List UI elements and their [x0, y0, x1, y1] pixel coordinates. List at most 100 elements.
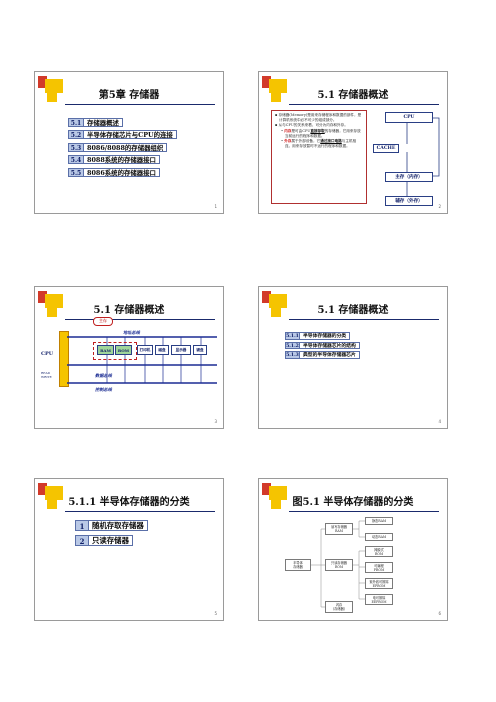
toc-item[interactable]: 5.1.1 半导体存储器的分类 — [285, 332, 360, 340]
toc-item[interactable]: 5.2 半导体存储芯片与CPU的连接 — [68, 130, 177, 140]
paragraph: 从与CPU的关系来看，可分为内存和外存。 — [278, 123, 348, 128]
read-write-label: READ WRITE — [41, 371, 52, 379]
aux-memory-box: 辅存（外存） — [385, 196, 433, 206]
control-bus-label: 控制总线 — [95, 387, 112, 392]
toc-item-label: 8088系统的存储器接口 — [84, 155, 160, 164]
toc-item-number: 1 — [75, 519, 89, 531]
deco-yellow-block — [47, 499, 57, 509]
display-box: 显示器 — [171, 345, 191, 355]
toc-item[interactable]: 5.4 8088系统的存储器接口 — [68, 155, 177, 165]
toc-item[interactable]: 5.1.2 半导体存储器芯片的结构 — [285, 341, 360, 350]
deco-yellow-block — [45, 79, 63, 93]
toc-item-number: 5.5 — [68, 167, 84, 177]
highlight-interface: 通过接口电路 — [320, 139, 342, 144]
page-number: 1 — [214, 204, 217, 209]
toc-item-label: 随机存取存储器 — [89, 519, 148, 531]
page-number: 6 — [438, 611, 441, 616]
slide-5: 5.1.1 半导体存储器的分类 1 随机存取存储器 2 只读存储器 5 — [34, 478, 224, 621]
deco-yellow-block — [269, 79, 287, 93]
tree-root: 半导体 存储器 — [285, 559, 311, 571]
title-rule — [65, 497, 215, 512]
tree-ram: 读写存储器 RAM — [325, 523, 353, 535]
tree-prom: 可编程 PROM — [365, 562, 393, 573]
deco-red-block — [38, 483, 47, 495]
deco-yellow-block — [45, 294, 63, 308]
cpu-block — [59, 331, 69, 387]
tree-flash: 闪存 (存储器) — [325, 601, 353, 613]
toc-item[interactable]: 2 只读存储器 — [75, 534, 148, 546]
toc-item-number: 5.1.2 — [285, 341, 300, 350]
slide-title: 第5章 存储器 — [98, 90, 160, 101]
tree-eprom: 紫外线可擦除 EPROM — [365, 578, 393, 589]
slide-1: 第5章 存储器 5.1 存储器概述 5.2 半导体存储芯片与CPU的连接 5.3… — [34, 71, 224, 214]
tree-mask-rom: 掩膜式 ROM — [365, 546, 393, 557]
toc-item[interactable]: 5.1.3 典型的半导体存储器芯片 — [285, 351, 360, 359]
toc-item-number: 5.1.1 — [285, 332, 300, 340]
toc-item-number: 5.1.3 — [285, 351, 300, 359]
toc-item-number: 5.1 — [68, 117, 84, 127]
page-number: 3 — [214, 419, 217, 424]
deco-yellow-block — [271, 307, 281, 317]
tree-rom: 只读存储器 ROM — [325, 559, 353, 571]
disk-box: 磁盘 — [155, 345, 169, 355]
tree-dram: 动态RAM — [365, 533, 393, 541]
toc-item-label: 典型的半导体存储器芯片 — [300, 351, 360, 359]
toc-item[interactable]: 1 随机存取存储器 — [75, 519, 148, 531]
slide-title: 5.1.1 半导体存储器的分类 — [68, 497, 190, 508]
title-rule — [65, 305, 215, 320]
main-memory-box: 主存（内存） — [385, 172, 433, 182]
memory-hierarchy-connectors — [406, 117, 440, 196]
deco-red-block — [262, 483, 271, 495]
page-number: 4 — [438, 419, 441, 424]
slide-title: 5.1 存储器概述 — [317, 305, 389, 316]
classification-tree-lines — [311, 520, 365, 608]
deco-yellow-block — [271, 499, 281, 509]
toc-item-label: 半导体存储器芯片的结构 — [300, 341, 360, 350]
page-number: 2 — [438, 204, 441, 209]
toc-item[interactable]: 5.1 存储器概述 — [68, 117, 177, 127]
deco-red-block — [38, 76, 47, 88]
toc-menu: 1 随机存取存储器 2 只读存储器 — [75, 519, 148, 549]
title-rule — [289, 497, 439, 512]
highlight-direct-access: 直接存取 — [310, 128, 325, 133]
title-rule — [289, 90, 439, 105]
page-number: 5 — [214, 611, 217, 616]
deco-red-block — [262, 76, 271, 88]
slide-title: 5.1 存储器概述 — [317, 90, 389, 101]
toc-item-label: 半导体存储芯片与CPU的连接 — [84, 130, 177, 139]
slide-2: 5.1 存储器概述 ▪ 存储器(Memory)是用来存储程序和数据的部件，是计算… — [258, 71, 448, 214]
toc-item-label: 8086系统的存储器接口 — [84, 167, 160, 177]
toc-menu: 5.1 存储器概述 5.2 半导体存储芯片与CPU的连接 5.3 8086/80… — [68, 117, 177, 180]
deco-red-block — [262, 291, 271, 303]
toc-item-label: 8086/8088的存储器组织 — [84, 142, 168, 152]
toc-item-number: 5.2 — [68, 130, 84, 139]
title-rule — [65, 90, 215, 105]
printer-box: 打印机 — [137, 345, 153, 355]
toc-item-number: 5.4 — [68, 155, 84, 164]
slide-3: 5.1 存储器概述 CPU READ WRITE 地址总线 数据总线 控制总线 … — [34, 286, 224, 429]
keyboard-box: 键盘 — [193, 345, 207, 355]
toc-item-number: 5.3 — [68, 142, 84, 152]
tree-eeprom: 电可擦除 EEPROM — [365, 594, 393, 605]
deco-yellow-block — [269, 294, 287, 308]
deco-yellow-block — [47, 307, 57, 317]
paragraph: 存储器(Memory)是用来存储程序和数据的部件，是计算机系统中必不可少的组成部… — [278, 113, 362, 123]
toc-item-label: 半导体存储器的分类 — [300, 332, 351, 340]
title-rule — [289, 305, 439, 320]
deco-yellow-block — [47, 92, 57, 102]
bus-lines — [67, 336, 217, 384]
address-bus-label: 地址总线 — [123, 330, 140, 335]
deco-yellow-block — [45, 486, 63, 500]
highlight-external-memory: 外存 — [284, 139, 292, 144]
toc-item[interactable]: 5.5 8086系统的存储器接口 — [68, 167, 177, 177]
toc-item-label: 存储器概述 — [84, 117, 123, 127]
deco-red-block — [38, 291, 47, 303]
cpu-label: CPU — [41, 351, 54, 357]
rom-box: ROM — [115, 345, 132, 355]
main-memory-tag: 主存 — [93, 317, 113, 326]
deco-yellow-block — [269, 486, 287, 500]
slide-6: 图5.1 半导体存储器的分类 半导体 存储器 读写存储器 RAM 只读存储器 R… — [258, 478, 448, 621]
highlight-internal-memory: 内存 — [284, 128, 292, 133]
data-bus-label: 数据总线 — [95, 373, 112, 378]
toc-item[interactable]: 5.3 8086/8088的存储器组织 — [68, 142, 177, 152]
